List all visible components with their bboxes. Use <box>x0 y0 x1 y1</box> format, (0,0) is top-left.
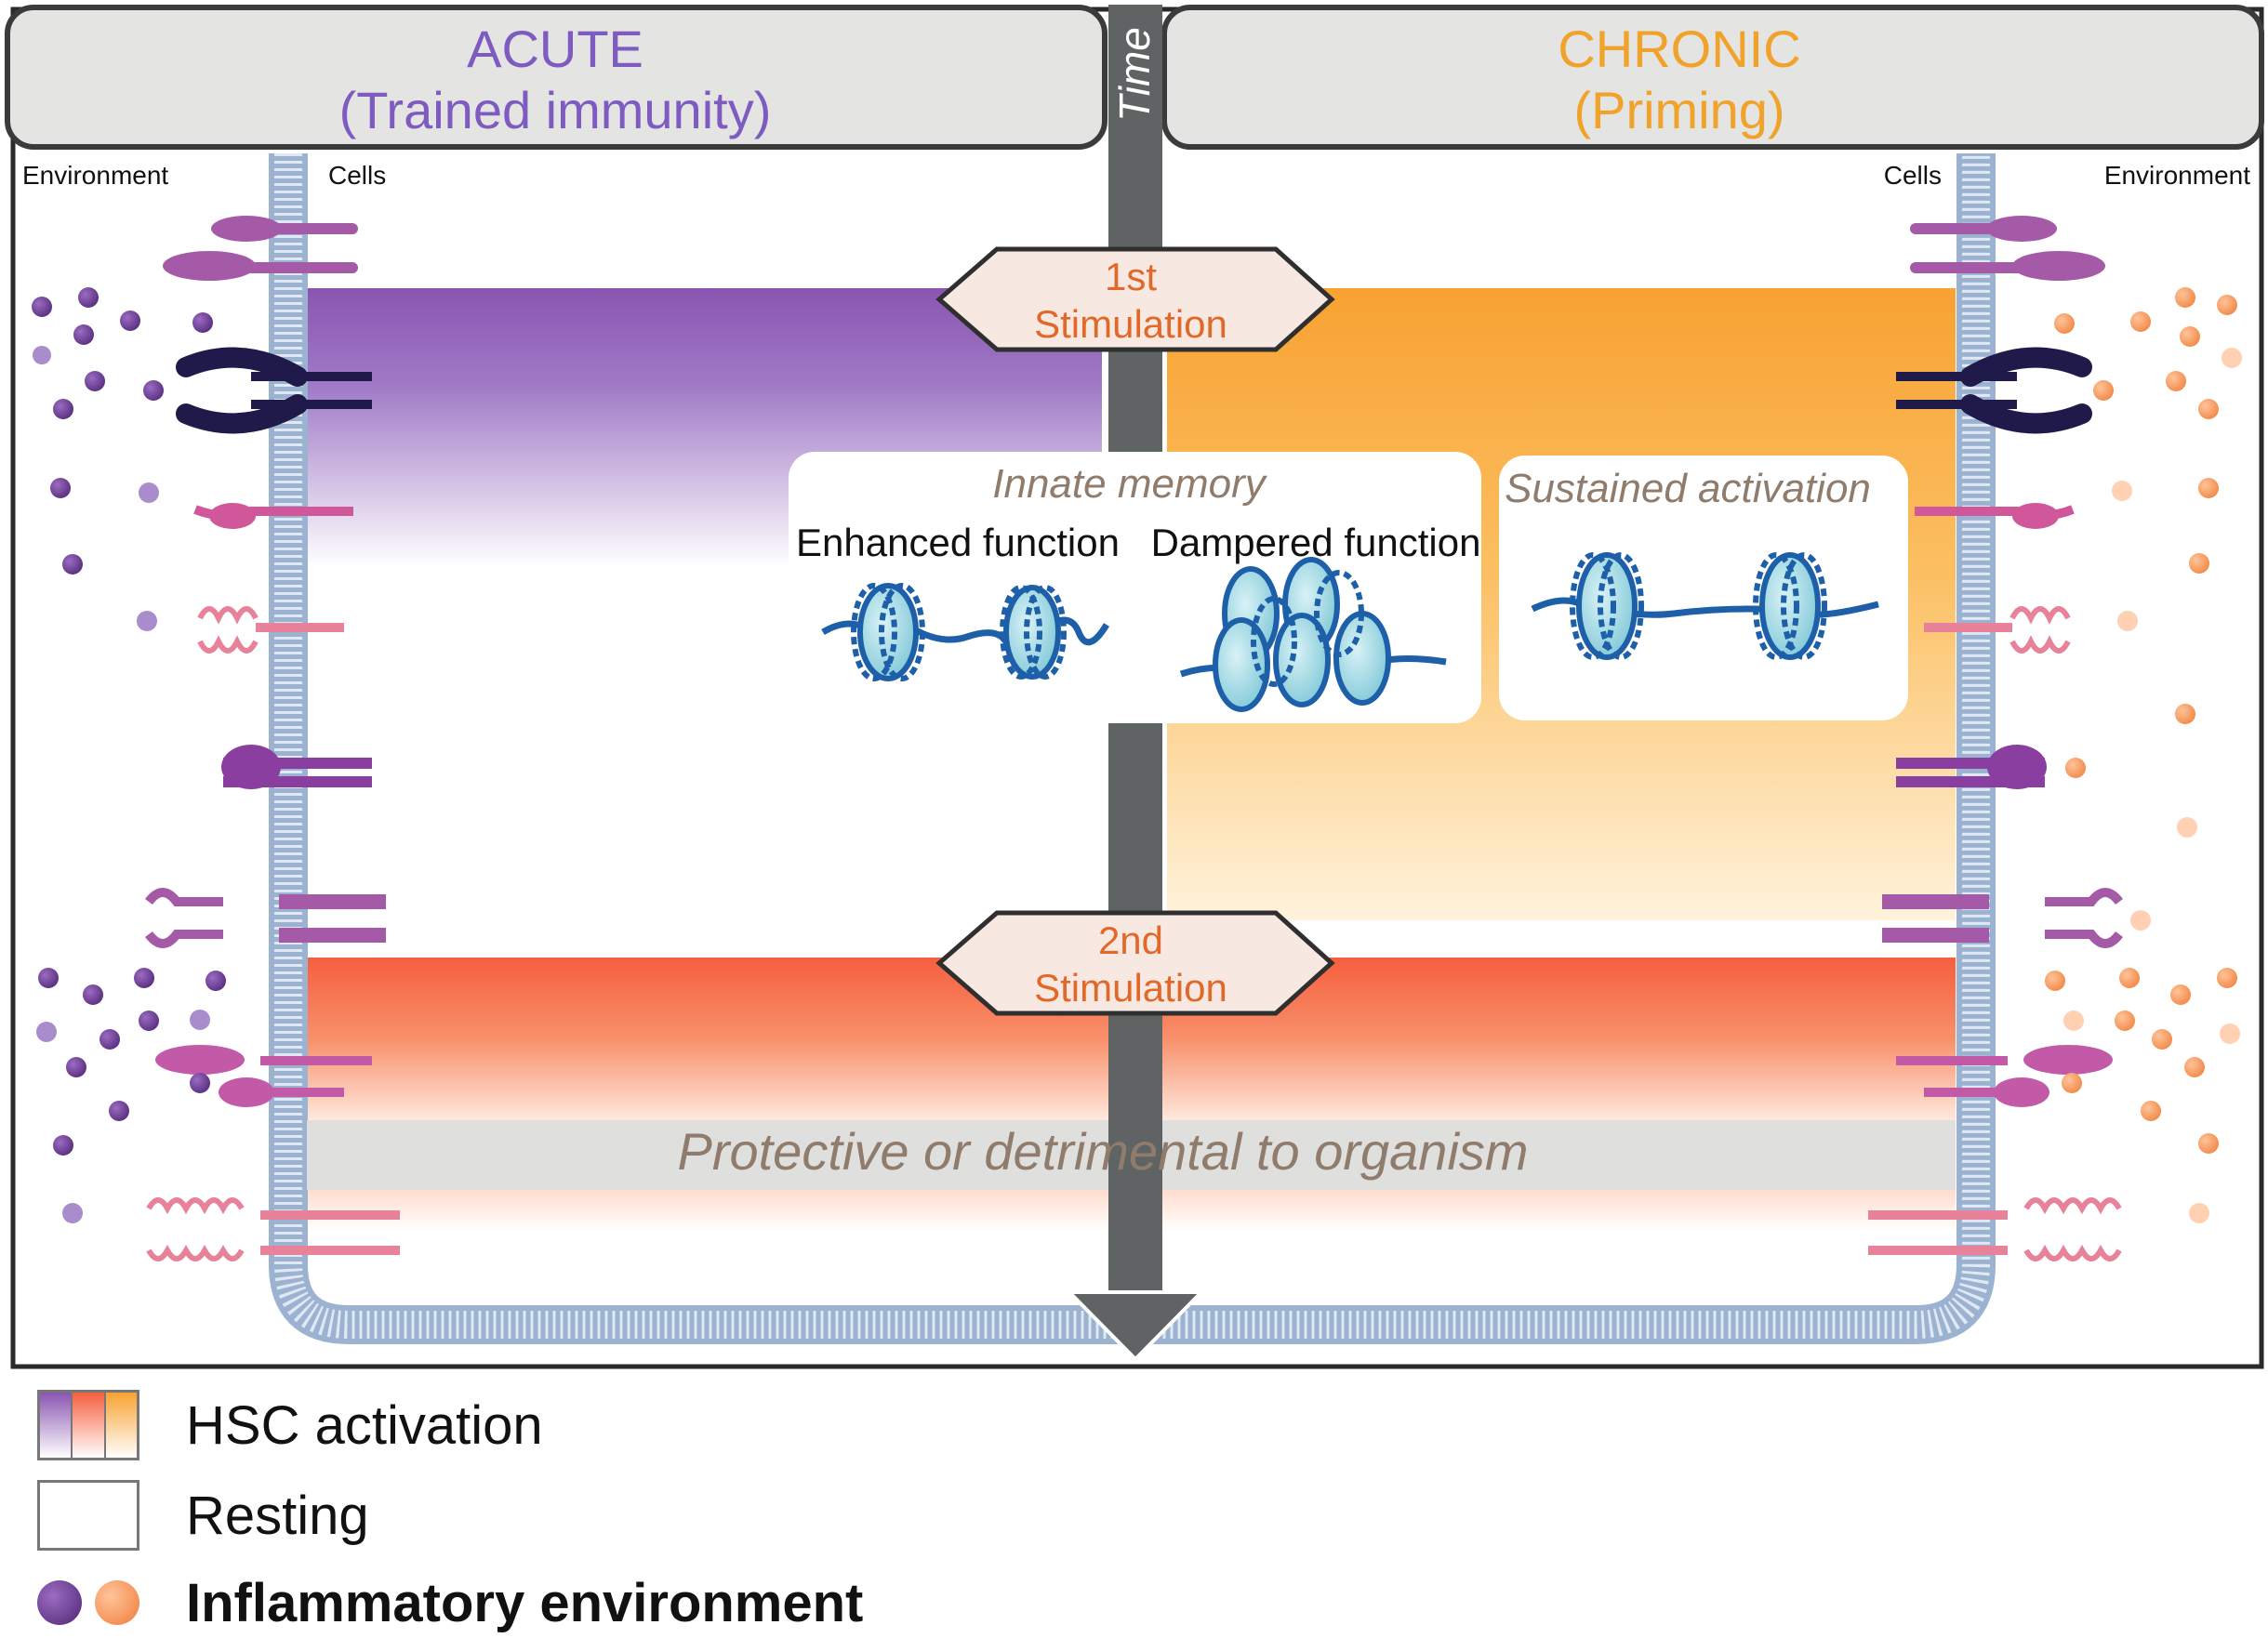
second-stimulation-marker <box>935 910 1335 1016</box>
purple-molecule-icon <box>37 1580 82 1625</box>
legend-activation-swatch <box>37 1390 139 1460</box>
inflammatory-molecules-left <box>32 287 226 1223</box>
outcome-label: Protective or detrimental to organism <box>677 1122 1528 1181</box>
open-chromatin-icon <box>821 583 1109 681</box>
environment-label-right: Environment <box>2104 161 2250 190</box>
chronic-subtitle: (Priming) <box>1573 81 1784 139</box>
dampered-function-label: Dampered function <box>1151 521 1481 564</box>
acute-subtitle: (Trained immunity) <box>339 81 772 139</box>
legend-activation-label: HSC activation <box>186 1394 543 1456</box>
sustained-chromatin-icon <box>1531 552 1879 660</box>
cell-membrane-lipids <box>274 153 1990 1339</box>
innate-memory-title: Innate memory <box>992 461 1267 507</box>
time-arrow-head <box>1065 1290 1206 1362</box>
second-stimulation-line1: 2nd <box>1098 918 1163 962</box>
chronic-title: CHRONIC <box>1558 20 1800 78</box>
orange-molecule-icon <box>95 1580 139 1625</box>
second-stimulation-line2: Stimulation <box>1034 966 1227 1010</box>
legend-inflammatory-label: Inflammatory environment <box>186 1572 864 1633</box>
legend-resting-swatch <box>37 1480 139 1551</box>
cells-label-right: Cells <box>1884 161 1942 190</box>
first-stimulation-marker <box>935 246 1335 352</box>
chronic-header-panel <box>1161 5 2264 150</box>
legend-inflammatory-swatch <box>37 1567 139 1638</box>
environment-label-left: Environment <box>22 161 168 190</box>
acute-header-panel <box>5 5 1107 150</box>
compact-chromatin-icon <box>1179 557 1447 712</box>
acute-title: ACUTE <box>467 20 643 78</box>
time-label: Time <box>1110 27 1159 122</box>
legend-inflammatory: Inflammatory environment <box>37 1567 863 1638</box>
outcome-bar-divider <box>1108 1120 1162 1190</box>
enhanced-function-label: Enhanced function <box>796 521 1120 564</box>
legend-activation: HSC activation <box>37 1390 543 1460</box>
first-stimulation-line1: 1st <box>1105 255 1157 298</box>
first-stimulation-line2: Stimulation <box>1034 302 1227 346</box>
legend-resting-label: Resting <box>186 1485 369 1546</box>
inflammatory-molecules-right <box>2045 287 2242 1223</box>
cells-label-left: Cells <box>328 161 386 190</box>
receptors-right <box>1868 216 2123 1262</box>
receptors-left <box>145 216 400 1262</box>
legend-resting: Resting <box>37 1480 369 1551</box>
sustained-activation-title: Sustained activation <box>1505 466 1871 511</box>
